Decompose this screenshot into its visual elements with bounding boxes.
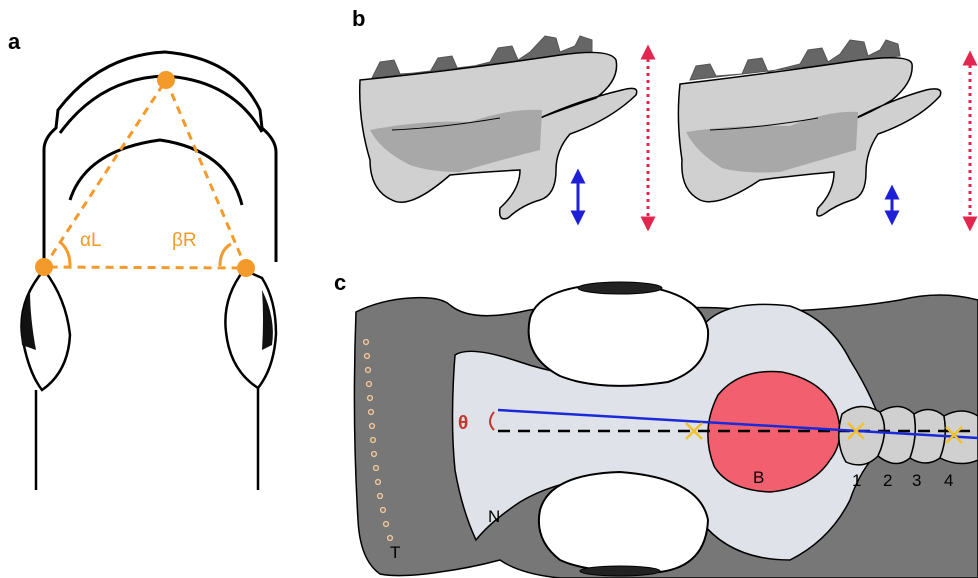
head-outline-lower — [70, 140, 242, 205]
panel-letter-a: a — [8, 29, 21, 54]
panel-b: b — [352, 6, 970, 224]
right-point — [237, 259, 255, 277]
apex-point — [157, 71, 175, 89]
right-eye — [225, 270, 276, 490]
vertebra-number-2: 2 — [883, 471, 892, 490]
beta-label: βR — [172, 230, 197, 251]
left-point — [35, 258, 53, 276]
vertebra-number-4: 4 — [944, 471, 953, 490]
jaw-left — [360, 36, 637, 219]
jaw-right — [678, 40, 940, 216]
panel-a: a αL βR — [8, 29, 276, 490]
alpha-label: αL — [80, 230, 102, 251]
panel-letter-b: b — [352, 6, 365, 31]
left-eye — [21, 270, 70, 490]
label-t: T — [390, 543, 400, 562]
alpha-arc — [60, 242, 70, 266]
eye-top — [529, 282, 708, 386]
theta-label: θ — [458, 413, 468, 434]
beta-arc — [220, 244, 231, 266]
panel-letter-c: c — [334, 270, 346, 295]
vertebra-number-1: 1 — [852, 471, 861, 490]
eye-bottom — [539, 472, 708, 576]
label-n: N — [488, 507, 500, 526]
label-b: B — [753, 468, 764, 487]
measurement-triangle — [44, 80, 246, 268]
vertebra-number-3: 3 — [912, 471, 921, 490]
panel-c: c — [334, 270, 978, 578]
